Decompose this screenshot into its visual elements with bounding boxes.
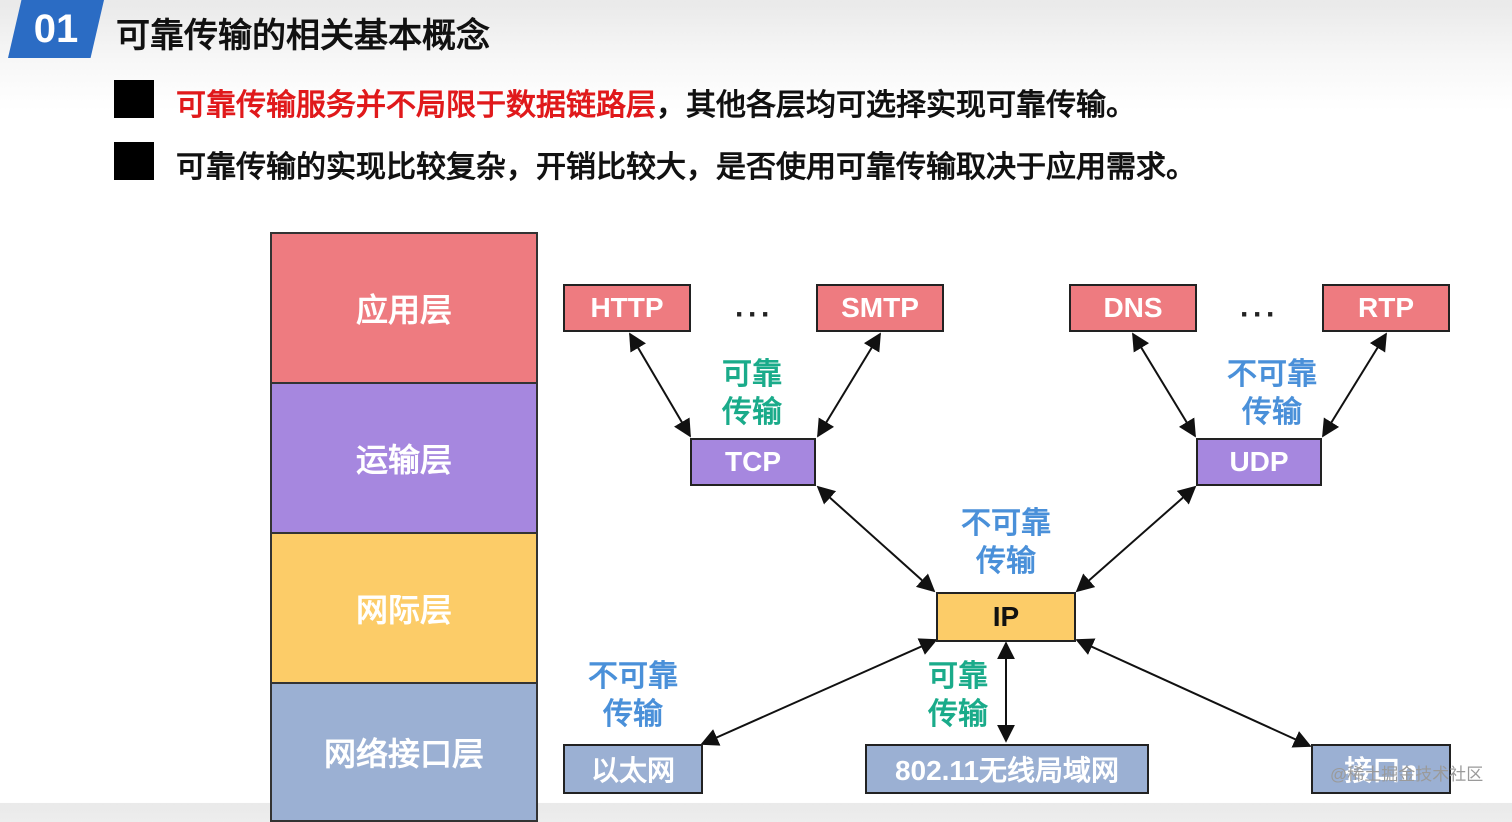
connection-arrows xyxy=(629,332,1387,748)
note-line: 传输 xyxy=(928,698,988,731)
note-line: 传输 xyxy=(603,698,663,731)
bullet-1-rest: ，其他各层均可选择实现可靠传输。 xyxy=(656,89,1136,122)
arrow-rtp-udp xyxy=(1322,332,1387,438)
note-udp-unreliable: 不可靠 传输 xyxy=(1214,356,1330,432)
interface-wifi: 802.11无线局域网 xyxy=(865,744,1149,794)
note-ip-unreliable: 不可靠 传输 xyxy=(948,505,1064,581)
layer-application: 应用层 xyxy=(270,232,538,384)
arrow-smtp-tcp xyxy=(817,332,881,438)
note-line: 不可靠 xyxy=(588,660,678,693)
ellipsis-right: ··· xyxy=(1240,298,1279,331)
layer-internet: 网际层 xyxy=(270,532,538,684)
ellipsis-left: ··· xyxy=(735,298,774,331)
note-line: 传输 xyxy=(1242,396,1302,429)
note-line: 不可靠 xyxy=(961,507,1051,540)
watermark: @稀土掘金技术社区 xyxy=(1330,765,1484,784)
note-line: 不可靠 xyxy=(1227,358,1317,391)
note-line: 可靠 xyxy=(928,660,988,693)
bullet-line-1: 可靠传输服务并不局限于数据链路层，其他各层均可选择实现可靠传输。 xyxy=(176,80,1136,124)
bullet-square-icon xyxy=(114,142,154,180)
page-title: 可靠传输的相关基本概念 xyxy=(116,17,490,55)
arrow-tcp-ip xyxy=(816,485,936,593)
protocol-ip: IP xyxy=(936,592,1076,642)
protocol-rtp: RTP xyxy=(1322,284,1450,332)
note-tcp-reliable: 可靠 传输 xyxy=(712,356,792,432)
note-line: 可靠 xyxy=(722,358,782,391)
layer-network-interface: 网络接口层 xyxy=(270,682,538,822)
section-number-badge: 01 xyxy=(8,0,104,58)
interface-n: 接口n xyxy=(1311,744,1451,794)
arrow-dns-udp xyxy=(1132,332,1196,438)
note-wifi-reliable: 可靠 传输 xyxy=(918,658,998,734)
note-line: 传输 xyxy=(976,545,1036,578)
arrow-ip-interface-n xyxy=(1075,638,1312,748)
protocol-tcp: TCP xyxy=(690,438,816,486)
bullet-1-highlight: 可靠传输服务并不局限于数据链路层 xyxy=(176,89,656,122)
protocol-dns: DNS xyxy=(1069,284,1197,332)
layer-transport: 运输层 xyxy=(270,382,538,534)
arrow-http-tcp xyxy=(629,332,691,438)
protocol-http: HTTP xyxy=(563,284,691,332)
arrow-ip-ethernet xyxy=(700,638,938,746)
protocol-udp: UDP xyxy=(1196,438,1322,486)
arrow-udp-ip xyxy=(1075,485,1197,593)
note-line: 传输 xyxy=(722,396,782,429)
bullet-line-2: 可靠传输的实现比较复杂，开销比较大，是否使用可靠传输取决于应用需求。 xyxy=(176,151,1196,184)
interface-ethernet: 以太网 xyxy=(563,744,703,794)
note-ethernet-unreliable: 不可靠 传输 xyxy=(575,658,691,734)
bullet-square-icon xyxy=(114,80,154,118)
protocol-smtp: SMTP xyxy=(816,284,944,332)
